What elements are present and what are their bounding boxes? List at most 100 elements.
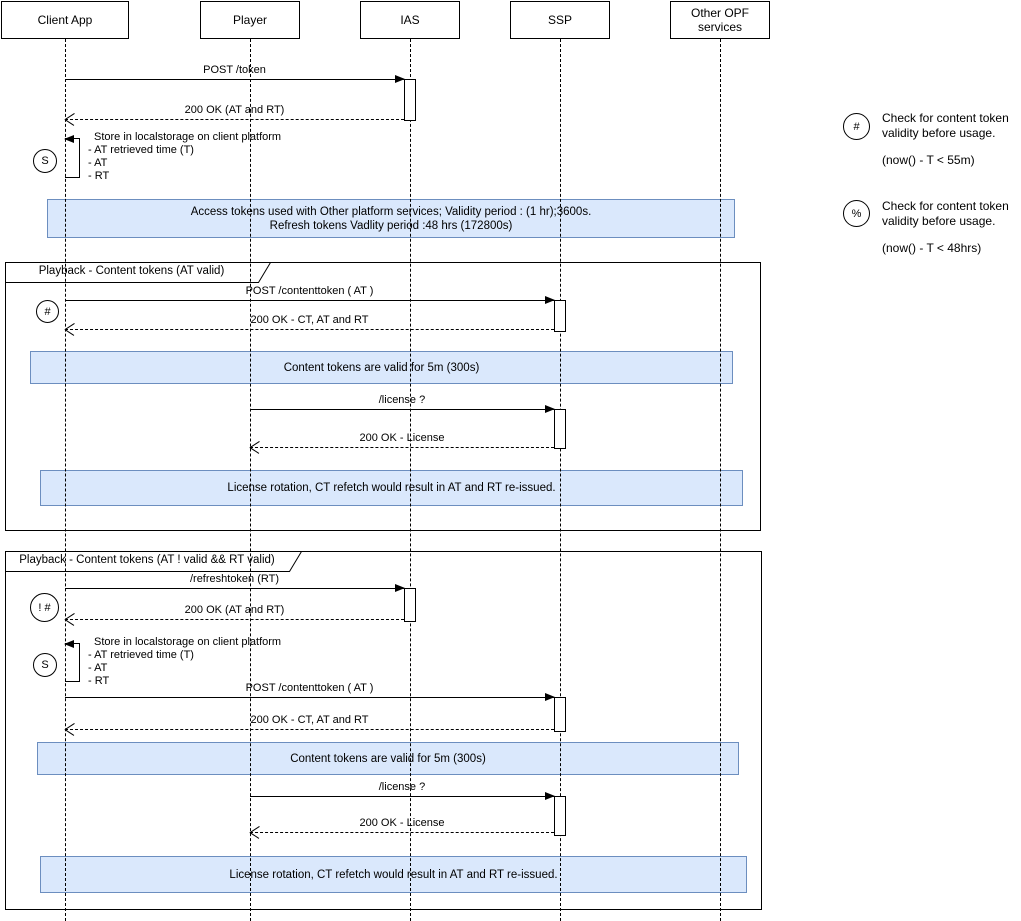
self-message-item: - AT (88, 662, 108, 674)
legend-hash-condition: (now() - T < 55m) (882, 153, 1021, 168)
arrow-line (65, 588, 404, 589)
arrow-line (65, 119, 404, 120)
activation-ssp-3 (554, 697, 566, 732)
badge-label: # (44, 305, 51, 318)
message-200-ok-ct-at-rt-2: 200 OK - CT, AT and RT (65, 713, 554, 730)
note-access-tokens-line2: Refresh tokens Vadlity period :48 hrs (1… (269, 219, 513, 232)
arrow-line (250, 796, 554, 797)
badge-store-2: S (33, 653, 57, 677)
lifeline-ssp (560, 39, 561, 921)
self-message-item: - AT retrieved time (T) (88, 649, 194, 661)
arrowhead-open-icon (65, 324, 76, 334)
legend-condition: (now() - T < 48hrs) (882, 241, 982, 255)
legend-percent-text: Check for content token validity before … (882, 199, 1021, 229)
message-license-2: /license ? (250, 780, 555, 800)
arrowhead-open-icon (65, 724, 76, 734)
message-label: 200 OK - License (359, 432, 445, 444)
arrowhead-filled-icon (545, 792, 555, 800)
badge-content-check-invalid: ! # (30, 593, 59, 622)
arrowhead-open-icon (65, 614, 76, 624)
message-license-1: /license ? (250, 393, 555, 413)
frame-playback-at-invalid-rt-valid: Playback - Content tokens (AT ! valid &&… (5, 551, 762, 910)
actor-label: IAS (400, 13, 420, 27)
arrow-line (250, 447, 554, 448)
actor-ssp: SSP (510, 1, 610, 39)
message-200-ok-license-1: 200 OK - License (250, 431, 554, 448)
note-text: Content tokens are valid for 5m (300s) (283, 361, 480, 374)
message-post-token: POST /token (65, 63, 405, 83)
actor-ias: IAS (360, 1, 460, 39)
actor-label: SSP (547, 13, 572, 27)
lifeline-other-opf (720, 39, 721, 921)
arrowhead-filled-icon (545, 405, 555, 413)
self-message-item: - AT retrieved time (T) (88, 144, 194, 156)
legend-percent-condition: (now() - T < 48hrs) (882, 241, 1021, 256)
message-200-ok-at-rt-2: 200 OK (AT and RT) (65, 603, 404, 620)
note-license-rotation-1: License rotation, CT refetch would resul… (40, 470, 743, 506)
arrowhead-open-icon (250, 827, 261, 837)
message-label: 200 OK - CT, AT and RT (250, 714, 369, 726)
frame-title: Playback - Content tokens (AT ! valid &&… (19, 554, 275, 566)
arrowhead-open-icon (250, 442, 261, 452)
frame-tab-shape (5, 262, 271, 283)
message-label: 200 OK (AT and RT) (184, 604, 285, 616)
message-refreshtoken: /refreshtoken (RT) (65, 572, 405, 592)
message-label: POST /contenttoken ( AT ) (245, 682, 374, 694)
self-message-title: Store in localstorage on client platform (94, 131, 282, 143)
actor-label: Client App (37, 13, 93, 27)
self-message-item: - RT (88, 675, 110, 687)
legend-description: Check for content token validity before … (882, 111, 1009, 140)
legend-hash-icon: # (843, 113, 870, 140)
arrowhead-filled-icon (545, 296, 555, 304)
legend-symbol: # (853, 120, 860, 133)
legend-hash-text: Check for content token validity before … (882, 111, 1021, 141)
self-message-item: - AT (88, 157, 108, 169)
self-message-title: Store in localstorage on client platform (94, 636, 282, 648)
legend-percent-icon: % (843, 200, 870, 227)
actor-label: Other OPF services (690, 6, 749, 34)
arrowhead-open-icon (65, 114, 76, 124)
activation-ssp-1 (554, 300, 566, 332)
arrowhead-filled-icon (395, 75, 405, 83)
message-200-ok-license-2: 200 OK - License (250, 816, 554, 833)
actor-label: Player (232, 13, 267, 27)
note-access-tokens-line1: Access tokens used with Other platform s… (190, 205, 592, 218)
lifeline-client-app (65, 39, 66, 921)
lifeline-player (250, 39, 251, 921)
self-message-item: - RT (88, 170, 110, 182)
arrow-line (65, 329, 554, 330)
activation-ias-2 (404, 588, 416, 622)
arrow-line (65, 79, 404, 80)
message-label: POST /token (203, 64, 266, 76)
arrowhead-filled-icon (64, 135, 74, 143)
message-label: 200 OK - License (359, 817, 445, 829)
self-message-bracket-1 (64, 135, 80, 178)
message-200-ok-ct-at-rt-1: 200 OK - CT, AT and RT (65, 313, 554, 330)
arrow-line (65, 729, 554, 730)
badge-store-1: S (33, 149, 57, 173)
self-message-bracket-2 (64, 640, 80, 682)
actor-other-opf: Other OPF services (670, 1, 770, 39)
note-access-tokens: Access tokens used with Other platform s… (47, 199, 735, 238)
message-post-contenttoken-2: POST /contenttoken ( AT ) (65, 681, 555, 701)
arrow-line (250, 832, 554, 833)
arrow-line (65, 300, 554, 301)
message-label: 200 OK (AT and RT) (184, 104, 285, 116)
activation-ssp-2 (554, 409, 566, 449)
note-text: License rotation, CT refetch would resul… (229, 868, 558, 881)
message-label: /license ? (378, 781, 426, 793)
arrowhead-filled-icon (545, 693, 555, 701)
arrowhead-filled-icon (64, 640, 74, 648)
badge-label: ! # (38, 601, 51, 614)
frame-tab: Playback - Content tokens (AT ! valid &&… (5, 551, 303, 578)
message-label: /license ? (378, 394, 426, 406)
arrow-line (65, 619, 404, 620)
lifeline-ias (410, 39, 411, 921)
actor-client-app: Client App (1, 1, 129, 39)
message-label: POST /contenttoken ( AT ) (245, 285, 374, 297)
note-license-rotation-2: License rotation, CT refetch would resul… (40, 856, 747, 893)
badge-label: S (41, 155, 49, 167)
frame-tab-shape (5, 551, 302, 572)
self-message-text-2: Store in localstorage on client platform… (88, 636, 281, 688)
note-content-tokens-valid-1: Content tokens are valid for 5m (300s) (30, 351, 733, 384)
